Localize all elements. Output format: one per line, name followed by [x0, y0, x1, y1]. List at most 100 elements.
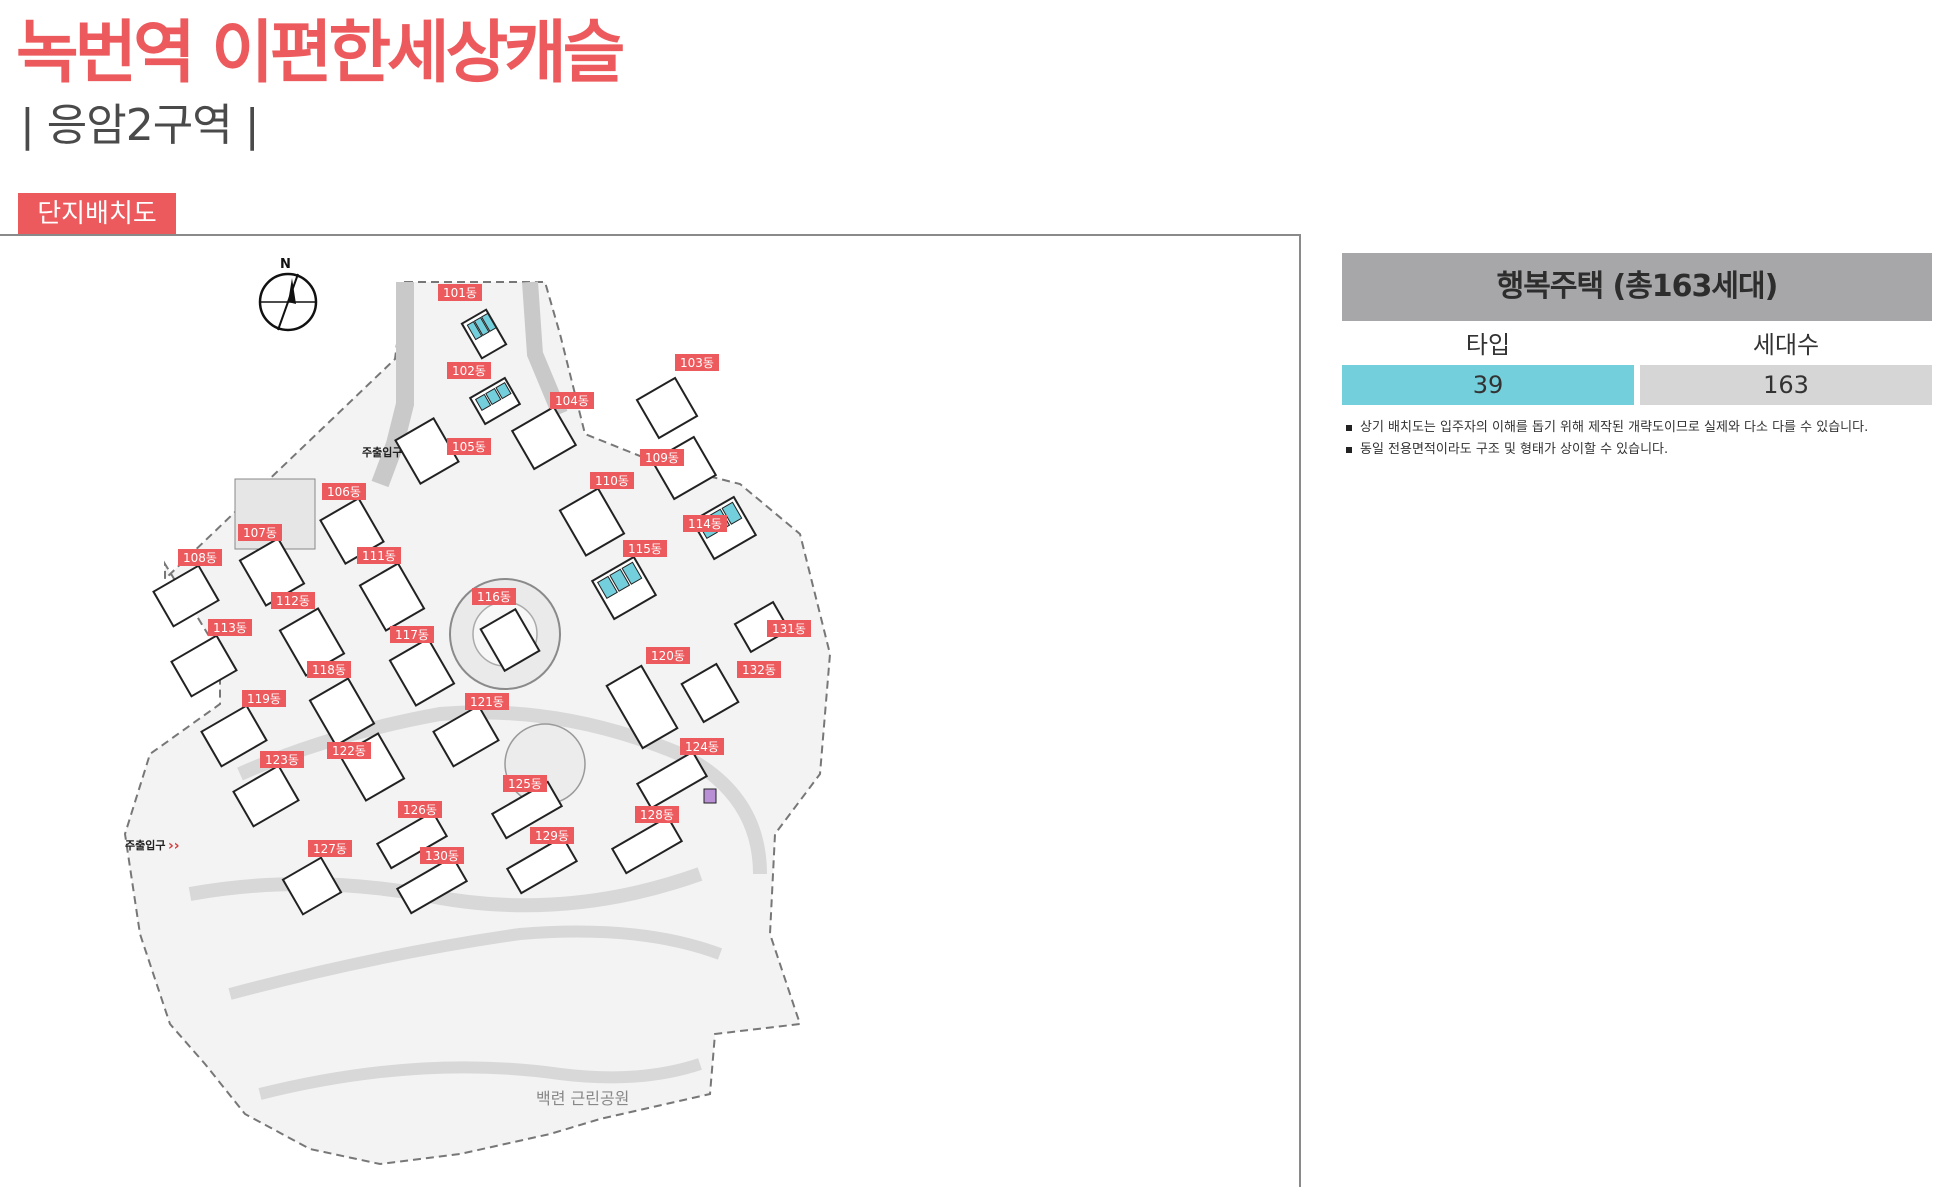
building-130[interactable]: 130동 [395, 847, 469, 915]
building-114[interactable]: 114동 [683, 495, 758, 561]
building-footprint [479, 607, 541, 673]
building-label: 115동 [628, 542, 662, 556]
building-label-tag [635, 806, 679, 823]
highlighted-unit [703, 788, 717, 804]
building-108[interactable]: 108동 [152, 549, 222, 628]
building-footprint [232, 764, 300, 828]
building-105[interactable]: 105동 [394, 416, 491, 486]
building-label-tag [322, 483, 366, 500]
happy-housing-unit [466, 320, 483, 341]
type-value-cell: 39 [1342, 365, 1634, 405]
building-label-tag [680, 738, 724, 755]
map-frame [0, 234, 1301, 1187]
building-label: 129동 [535, 829, 569, 843]
building-label-tag [447, 438, 491, 455]
building-footprint [200, 704, 268, 768]
building-124[interactable]: 124동 [635, 738, 724, 810]
building-109[interactable]: 109동 [640, 435, 718, 501]
building-123[interactable]: 123동 [232, 751, 304, 828]
building-label-tag [675, 354, 719, 371]
type-column-header: 타입 [1465, 331, 1511, 359]
building-126[interactable]: 126동 [375, 801, 449, 870]
building-132[interactable]: 132동 [680, 661, 781, 724]
building-119[interactable]: 119동 [200, 690, 286, 768]
building-112[interactable]: 112동 [271, 592, 346, 677]
building-label: 102동 [452, 364, 486, 378]
bullet-icon [1346, 424, 1352, 431]
note-item: 동일 전용면적이라도 구조 및 형태가 상이할 수 있습니다. [1342, 439, 1932, 461]
note-text: 상기 배치도는 입주자의 이해를 돕기 위해 제작된 개략도이므로 실제와 다소… [1360, 420, 1869, 435]
note-item: 상기 배치도는 입주자의 이해를 돕기 위해 제작된 개략도이므로 실제와 다소… [1342, 417, 1932, 439]
north-compass-icon [258, 272, 318, 332]
building-102[interactable]: 102동 [447, 362, 522, 426]
happy-housing-unit [474, 393, 492, 411]
building-footprint [432, 704, 500, 768]
building-footprint [510, 405, 578, 471]
building-footprint [170, 634, 238, 698]
building-label-tag [242, 690, 286, 707]
building-footprint [635, 376, 699, 440]
building-115[interactable]: 115동 [590, 540, 667, 621]
table-row: 39 163 [1342, 365, 1932, 405]
building-footprint [394, 416, 460, 486]
building-104[interactable]: 104동 [510, 392, 594, 471]
building-label: 125동 [508, 777, 542, 791]
building-label-tag [767, 620, 811, 637]
section-tab-site-plan: 단지배치도 [18, 193, 176, 235]
table-header-row: 타입 세대수 [1342, 325, 1932, 365]
building-footprint [733, 600, 791, 654]
building-label: 117동 [395, 628, 429, 642]
building-footprint [308, 677, 376, 747]
happy-housing-unit [473, 316, 490, 337]
building-label-tag [447, 362, 491, 379]
building-label-tag [683, 515, 727, 532]
notes: 상기 배치도는 입주자의 이해를 돕기 위해 제작된 개략도이므로 실제와 다소… [1342, 417, 1932, 461]
building-label: 124동 [685, 740, 719, 754]
building-107[interactable]: 107동 [238, 524, 306, 607]
bullet-icon [1346, 446, 1352, 453]
building-103[interactable]: 103동 [635, 354, 719, 440]
building-label-tag [503, 775, 547, 792]
building-label: 108동 [183, 551, 217, 565]
building-label-tag [623, 540, 667, 557]
building-label-tag [550, 392, 594, 409]
building-footprint [558, 487, 626, 557]
building-footprint [605, 664, 679, 750]
building-footprint [610, 815, 684, 875]
building-footprint [388, 637, 456, 707]
happy-housing-unit [609, 568, 631, 592]
building-120[interactable]: 120동 [605, 647, 690, 750]
building-122[interactable]: 122동 [327, 732, 406, 802]
building-116[interactable]: 116동 [472, 588, 541, 673]
site-plan-map[interactable]: N 주출입구 › 주출입구 ›› 백련 근린공원 101동102동103동104… [0, 234, 1301, 1187]
building-127[interactable]: 127동 [281, 840, 352, 916]
building-footprint [375, 810, 449, 870]
building-footprint [680, 662, 740, 724]
building-label-tag [238, 524, 282, 541]
building-117[interactable]: 117동 [388, 626, 456, 707]
building-128[interactable]: 128동 [610, 806, 684, 875]
building-label: 111동 [362, 549, 396, 563]
building-label: 114동 [688, 517, 722, 531]
building-129[interactable]: 129동 [505, 827, 579, 895]
building-113[interactable]: 113동 [170, 619, 252, 698]
building-118[interactable]: 118동 [307, 661, 376, 747]
building-label-tag [420, 847, 464, 864]
building-label: 112동 [276, 594, 310, 608]
park-label: 백련 근린공원 [536, 1089, 629, 1108]
building-label-tag [398, 801, 442, 818]
building-label-tag [357, 547, 401, 564]
building-125[interactable]: 125동 [490, 775, 564, 840]
building-footprint [152, 564, 220, 628]
building-121[interactable]: 121동 [432, 693, 509, 768]
building-label-tag [530, 827, 574, 844]
building-111[interactable]: 111동 [357, 547, 426, 632]
building-110[interactable]: 110동 [558, 472, 634, 557]
building-label: 126동 [403, 803, 437, 817]
building-131[interactable]: 131동 [733, 600, 811, 654]
building-label: 121동 [470, 695, 504, 709]
building-101[interactable]: 101동 [438, 284, 508, 360]
building-label: 128동 [640, 808, 674, 822]
count-column-header: 세대수 [1752, 331, 1820, 359]
building-label-tag [271, 592, 315, 609]
